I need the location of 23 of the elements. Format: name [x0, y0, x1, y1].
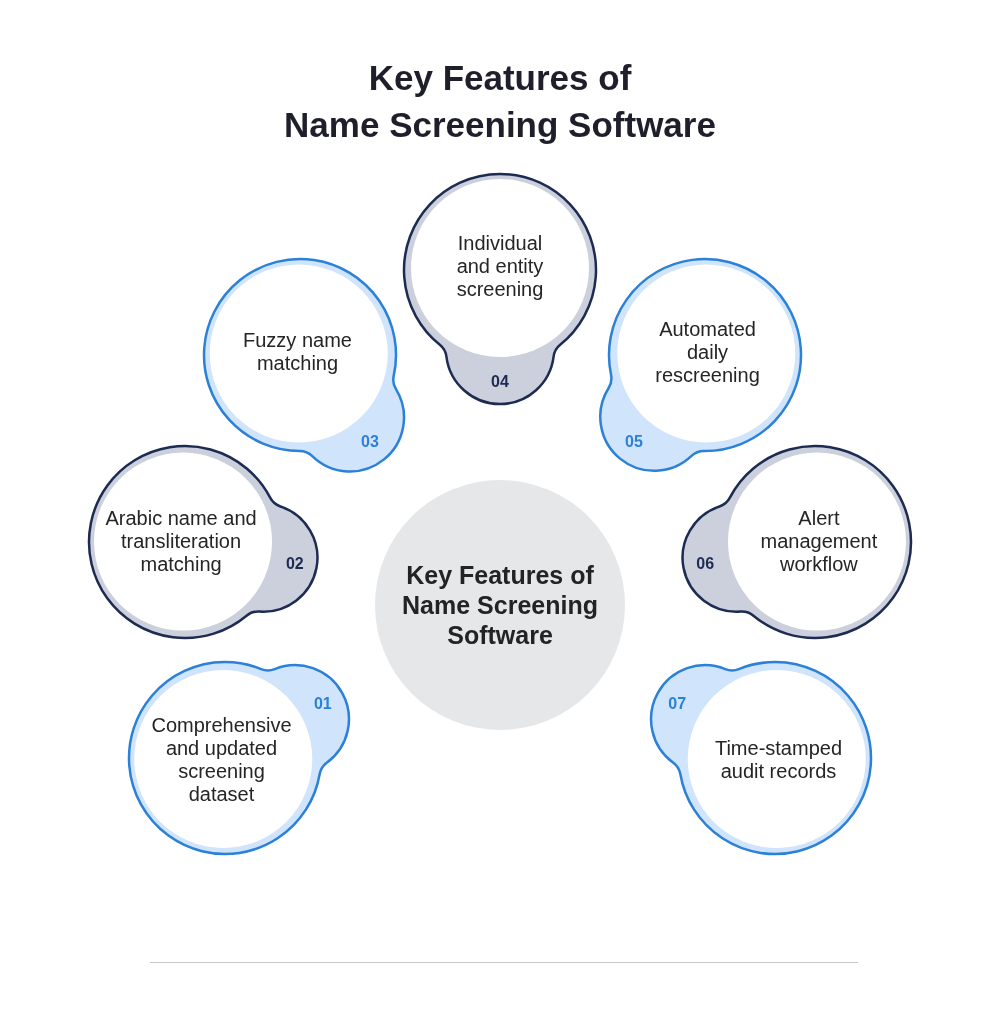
- feature-text: Automated daily rescreening: [654, 317, 761, 387]
- feature-bubble: [402, 172, 598, 406]
- feature-bubble: [680, 444, 913, 640]
- step-number: 04: [491, 373, 509, 391]
- step-number: 01: [313, 694, 332, 713]
- feature-bubble: [127, 660, 351, 856]
- feature-bubble: [202, 257, 406, 474]
- feature-bubble: [598, 257, 803, 473]
- feature-text: Fuzzy name matching: [242, 328, 353, 375]
- feature-text: Individual and entity screening: [455, 231, 545, 301]
- center-title: Key Features of Name Screening Software: [401, 560, 599, 650]
- step-number: 05: [625, 432, 643, 451]
- step-number: 03: [361, 433, 379, 452]
- feature-text: Time-stamped audit records: [713, 736, 843, 783]
- step-number: 06: [696, 554, 715, 573]
- feature-text: Arabic name and transliteration matching: [104, 506, 258, 576]
- diagram-title: Key Features of Name Screening Software: [283, 57, 717, 146]
- feature-text: Alert management workflow: [759, 506, 879, 576]
- feature-bubble: [649, 660, 873, 856]
- feature-bubble: [87, 444, 320, 640]
- feature-text: Comprehensive and updated screening dataset: [150, 713, 293, 806]
- step-number: 02: [285, 554, 304, 573]
- step-number: 07: [668, 694, 686, 713]
